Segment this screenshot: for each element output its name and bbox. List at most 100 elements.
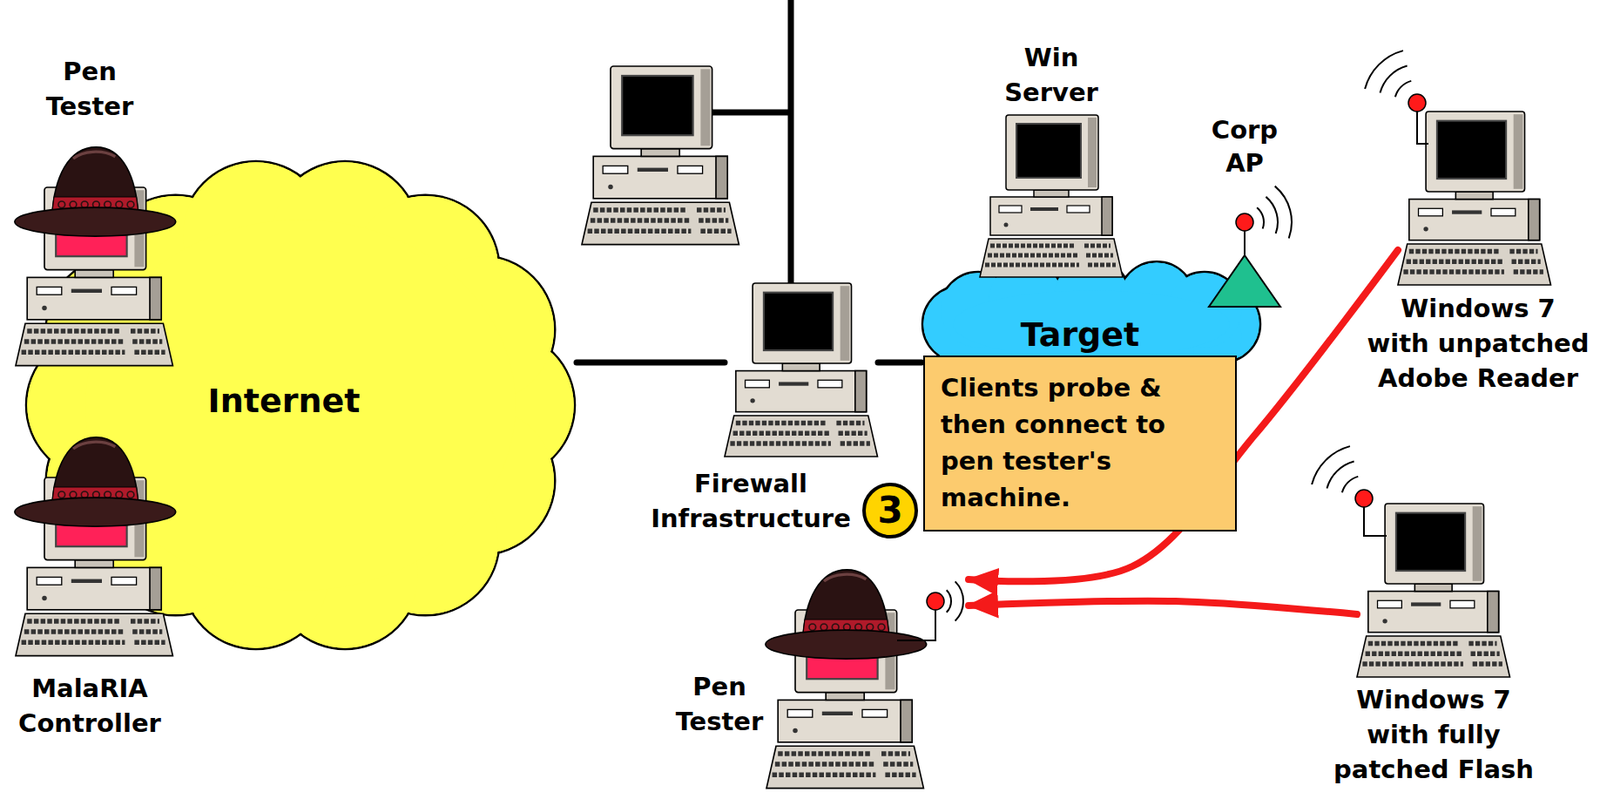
wifi-antenna: [1408, 94, 1429, 144]
drawing-part: [1084, 243, 1111, 249]
drawing-part: [825, 692, 865, 701]
computer-node: MalaRIA Controller: [15, 437, 175, 657]
drawing-part: [749, 398, 755, 403]
drawing-part: [1450, 600, 1475, 608]
drawing-part: [41, 595, 48, 601]
drawing-part: [1377, 600, 1403, 608]
radio-waves: [1364, 50, 1411, 97]
drawing-part: [27, 276, 162, 319]
server-computer: [979, 114, 1123, 277]
drawing-part: [840, 440, 871, 446]
drawing-part: [990, 196, 1113, 236]
drawing-part: [41, 305, 48, 311]
drawing-part: [127, 201, 135, 209]
drawing-part: [866, 623, 874, 631]
drawing-part: [1512, 259, 1541, 264]
computer-node: Pen Tester: [766, 569, 969, 790]
drawing-part: [729, 440, 831, 446]
drawing-part: [999, 205, 1022, 213]
drawing-part: [1410, 601, 1441, 606]
drawing-part: [766, 745, 924, 788]
drawing-part: [1311, 445, 1351, 485]
drawing-part: [593, 155, 728, 198]
drawing-part: [73, 441, 115, 449]
drawing-part: [926, 592, 945, 610]
drawing-part: [58, 201, 66, 209]
drawing-part: [587, 228, 692, 234]
drawing-part: [115, 491, 123, 499]
drawing-part: [1513, 114, 1524, 190]
drawing-part: [735, 371, 867, 412]
drawing-part: [822, 711, 853, 716]
computer-node: Windows 7 with unpatched Adobe Reader: [1397, 91, 1552, 286]
drawing-part: [778, 381, 809, 385]
drawing-part: [1086, 253, 1114, 258]
computer-node: Pen Tester: [15, 147, 175, 367]
drawing-part: [877, 623, 885, 631]
cloud-node: Internet: [26, 156, 577, 654]
drawing-part: [621, 75, 693, 136]
connector: [877, 359, 922, 366]
drawing-part: [772, 771, 877, 777]
drawing-part: [607, 184, 614, 190]
drawing-part: [881, 750, 911, 757]
node-label: Target: [1020, 314, 1141, 355]
drawing-part: [111, 286, 137, 295]
drawing-part: [24, 628, 123, 635]
drawing-part: [15, 323, 173, 365]
drawing-part: [1256, 207, 1264, 229]
drawing-part: [1468, 641, 1497, 646]
drawing-part: [1437, 121, 1506, 179]
drawing-part: [777, 750, 872, 757]
drawing-part: [52, 437, 139, 507]
drawing-part: [74, 270, 114, 278]
drawing-part: [1397, 243, 1551, 285]
drawing-part: [602, 165, 628, 174]
drawing-part: [990, 243, 1076, 249]
drawing-part: [127, 491, 135, 499]
node-label: Internet: [208, 380, 361, 421]
drawing-part: [149, 567, 162, 609]
drawing-part: [1355, 489, 1373, 507]
drawing-part: [1379, 65, 1407, 93]
drawing-part: [73, 151, 115, 159]
drawing-part: [590, 217, 689, 223]
drawing-part: [27, 567, 162, 609]
drawing-part: [1395, 81, 1411, 97]
backbone-stub: [707, 109, 791, 116]
drawing-part: [787, 708, 813, 717]
drawing-part: [1509, 249, 1538, 254]
drawing-part: [111, 576, 137, 585]
drawing-part: [700, 228, 731, 234]
drawing-part: [1451, 209, 1482, 214]
drawing-part: [1403, 269, 1505, 274]
drawing-part: [132, 338, 163, 345]
drawing-part: [1455, 191, 1493, 200]
drawing-part: [1406, 259, 1503, 264]
controller-computer: [14, 437, 176, 656]
drawing-part: [21, 349, 126, 355]
drawing-part: [1409, 199, 1540, 241]
drawing-part: [593, 207, 688, 213]
drawing-part: [1235, 213, 1254, 231]
ap-antenna: [1235, 213, 1254, 231]
drawing-part: [1342, 476, 1358, 493]
computer-node: Firewall Infrastructure: [724, 283, 878, 458]
drawing-part: [752, 283, 851, 364]
drawing-part: [149, 276, 162, 319]
drawing-part: [36, 286, 62, 295]
drawing-part: [36, 576, 62, 585]
drawing-part: [1396, 513, 1465, 571]
connector: [968, 600, 1357, 615]
drawing-part: [1087, 117, 1097, 188]
drawing-part: [1513, 269, 1544, 274]
drawing-part: [1005, 114, 1099, 190]
drawing-part: [1066, 205, 1090, 213]
drawing-part: [132, 628, 163, 635]
drawing-part: [735, 420, 828, 426]
drawing-part: [820, 623, 828, 631]
radio-waves: [1256, 186, 1292, 239]
client-computer: [1356, 503, 1510, 677]
drawing-part: [836, 420, 865, 426]
